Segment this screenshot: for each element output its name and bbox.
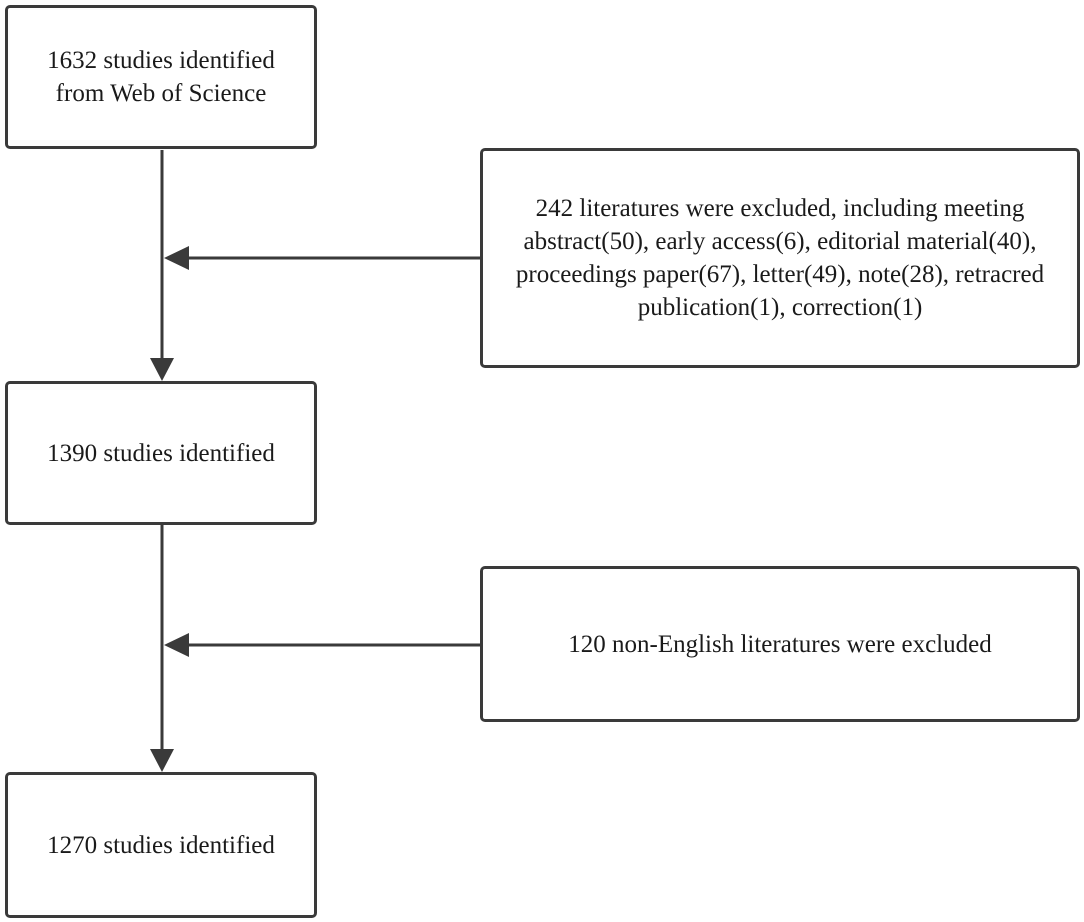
- arrowhead-step2: [150, 358, 174, 381]
- step-label-3: 1270 studies identified: [47, 831, 275, 859]
- step-box-1: 1632 studies identified from Web of Scie…: [5, 5, 317, 149]
- exclusion-label-2: 120 non-English literatures were exclude…: [568, 630, 992, 658]
- step-box-3: 1270 studies identified: [5, 772, 317, 918]
- exclusion-box-2: 120 non-English literatures were exclude…: [480, 566, 1080, 722]
- exclusion-box-1: 242 literatures were excluded, including…: [480, 148, 1080, 368]
- arrowhead-exclusion1: [164, 246, 189, 270]
- step-label-2: 1390 studies identified: [47, 439, 275, 467]
- step-box-2: 1390 studies identified: [5, 381, 317, 525]
- arrowhead-step3: [150, 749, 174, 772]
- step-label-1: 1632 studies identified from Web of Scie…: [47, 47, 275, 107]
- arrowhead-exclusion2: [164, 633, 189, 657]
- exclusion-label-1: 242 literatures were excluded, including…: [515, 195, 1045, 321]
